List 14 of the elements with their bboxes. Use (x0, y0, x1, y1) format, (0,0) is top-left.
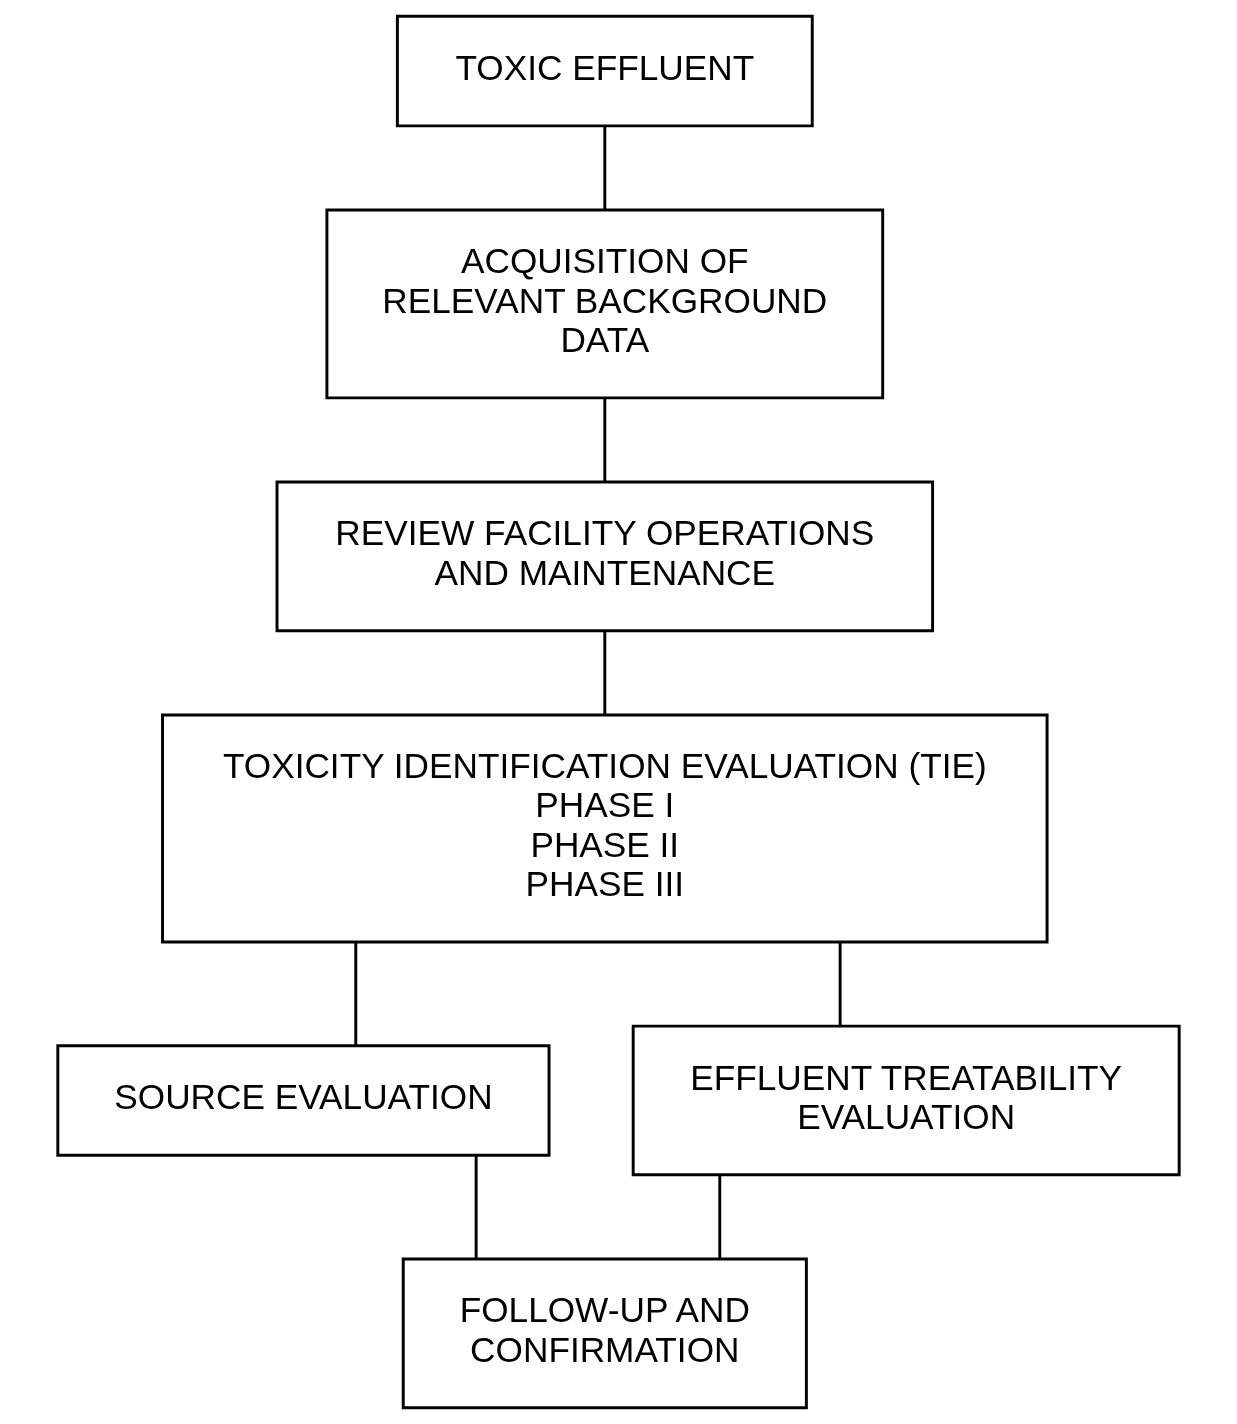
node-box: EFFLUENT TREATABILITY EVALUATION (631, 1024, 1181, 1177)
node-box: FOLLOW-UP AND CONFIRMATION (401, 1257, 808, 1410)
connector (603, 631, 607, 715)
connector (354, 942, 358, 1045)
node-box: SOURCE EVALUATION (56, 1044, 551, 1157)
node-box: REVIEW FACILITY OPERATIONS AND MAINTENANCE (275, 480, 935, 633)
connector (603, 397, 607, 483)
node-box: ACQUISITION OF RELEVANT BACKGROUND DATA (325, 208, 885, 400)
connector (838, 942, 842, 1026)
connector (603, 126, 607, 210)
connector (474, 1155, 478, 1259)
node-box: TOXIC EFFLUENT (395, 14, 814, 128)
connector (718, 1175, 722, 1259)
node-box: TOXICITY IDENTIFICATION EVALUATION (TIE) PHASE I PHASE II PHASE III (161, 713, 1049, 944)
